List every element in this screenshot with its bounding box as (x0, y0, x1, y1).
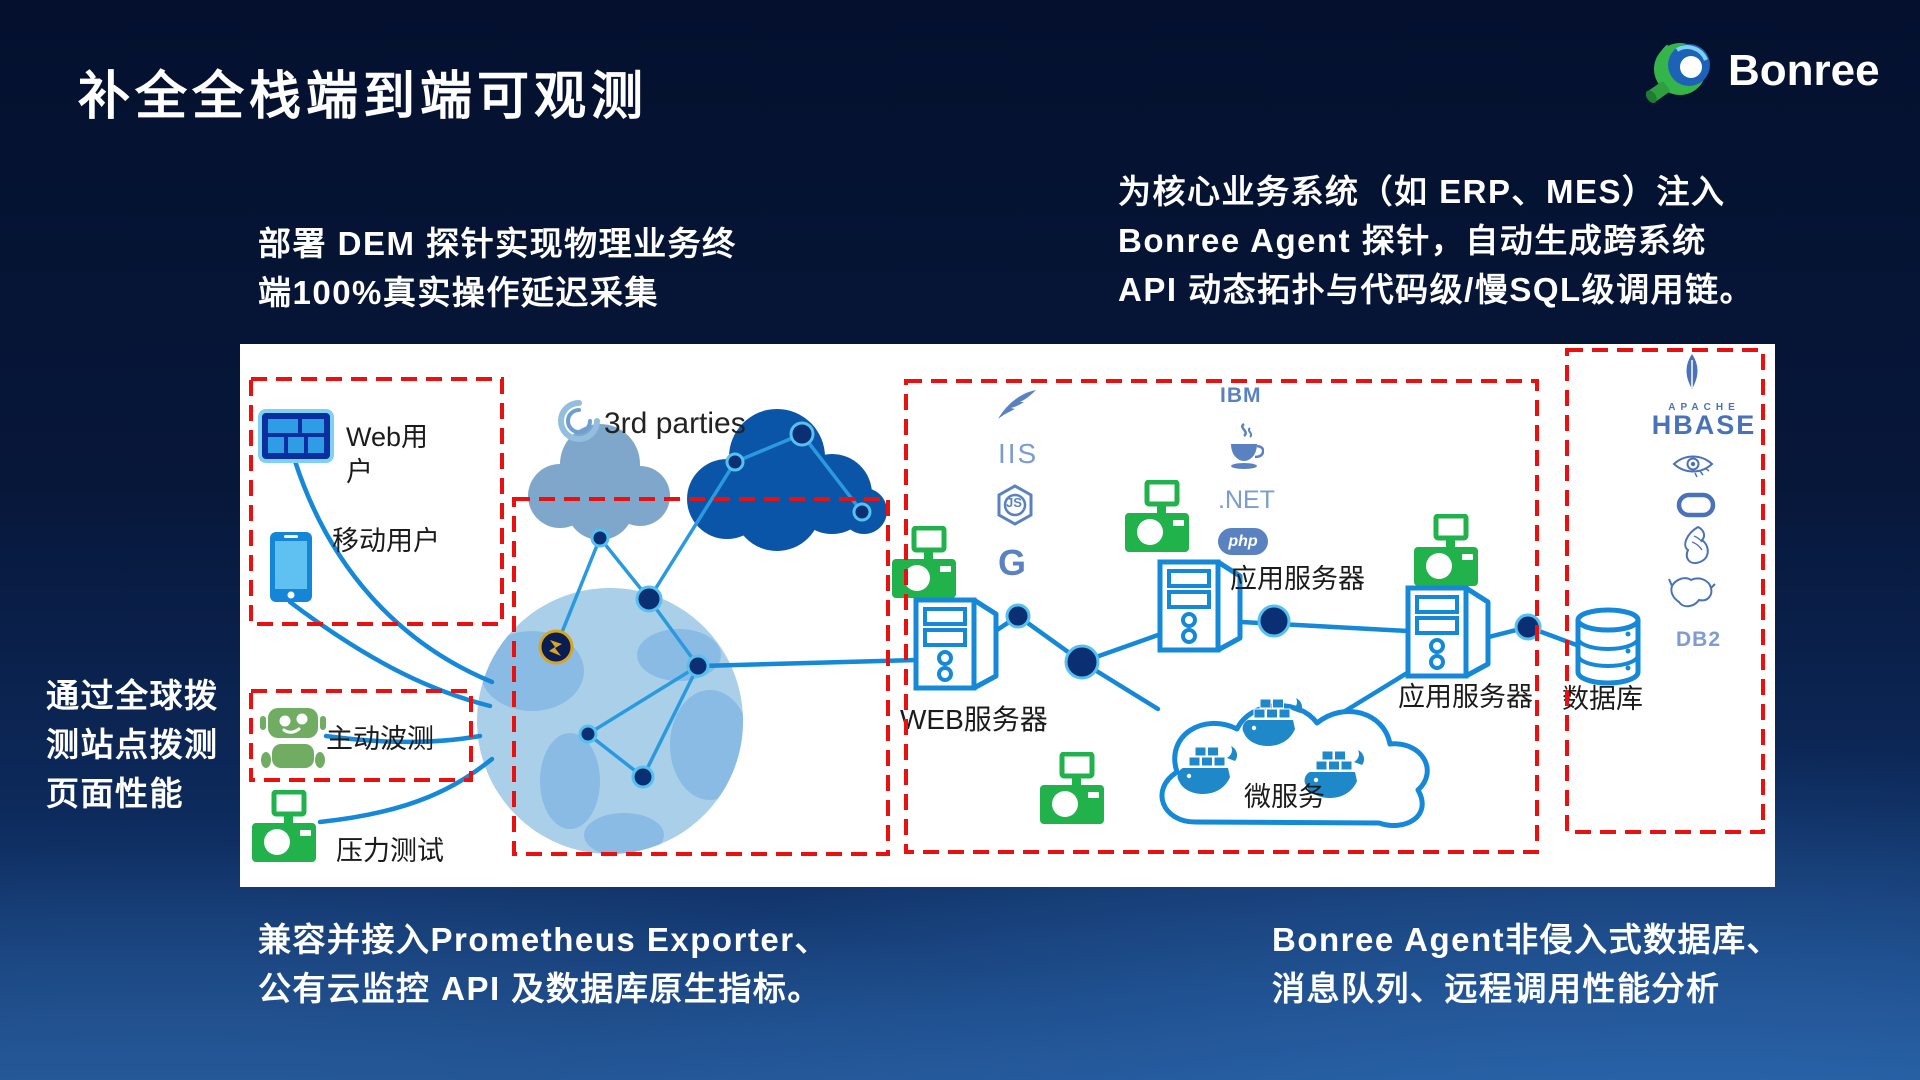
third-parties-swirl-icon (558, 400, 600, 442)
eye-icon (1672, 455, 1714, 478)
callout-dem-line1: 部署 DEM 探针实现物理业务终 (258, 225, 737, 262)
callout-dial-test: 通过全球拨 测站点拨测 页面性能 (46, 672, 219, 818)
web-user-label: Web用户 (346, 422, 429, 488)
callout-prometheus-line1: 兼容并接入Prometheus Exporter、 (258, 921, 830, 958)
callout-dial-line1: 通过全球拨 (46, 677, 219, 714)
bird-sketch-icon (1684, 525, 1709, 564)
microservices-cloud-icon (1159, 703, 1430, 829)
php-badge: php (1218, 528, 1268, 555)
diagram-panel: Web用户 移动用户 主动波测 压力 (240, 344, 1775, 887)
apache-feather-icon (998, 390, 1036, 419)
db2-label: DB2 (1676, 628, 1722, 651)
callout-prometheus-line2: 公有云监控 API 及数据库原生指标。 (258, 969, 822, 1007)
callout-agent: 为核心业务系统（如 ERP、MES）注入 Bonree Agent 探针，自动生… (1118, 168, 1754, 314)
third-parties-label: 3rd parties (604, 407, 746, 440)
page-title: 补全全栈端到端可观测 (78, 68, 649, 126)
nodejs-js-label: JS (1006, 495, 1022, 510)
php-label: php (1228, 532, 1258, 550)
group-boxes-overlay (249, 348, 1765, 856)
apache-label: APACHE (1668, 402, 1740, 413)
dotnet-label: .NET (1218, 486, 1275, 514)
callout-dial-line2: 测站点拨测 (46, 725, 219, 763)
active-probe-label: 主动波测 (326, 724, 434, 754)
app-server-2-label: 应用服务器 (1398, 682, 1533, 712)
callout-agent-line3: API 动态拓扑与代码级/慢SQL级调用链。 (1118, 270, 1755, 308)
microservices-label: 微服务 (1244, 782, 1325, 812)
mongodb-leaf-icon (1686, 354, 1698, 389)
callout-agent-line1: 为核心业务系统（如 ERP、MES）注入 (1118, 173, 1726, 210)
docker-whale-icon-2 (1177, 746, 1237, 794)
stress-test-label: 压力测试 (336, 836, 444, 866)
mobile-user-label: 移动用户 (332, 526, 440, 556)
nodejs-hexagon-icon (997, 484, 1033, 526)
callout-dem-line2: 端100%真实操作延迟采集 (258, 273, 659, 311)
callout-prometheus: 兼容并接入Prometheus Exporter、 公有云监控 API 及数据库… (258, 916, 829, 1014)
group-box-active-probe (249, 689, 473, 782)
database-label: 数据库 (1562, 684, 1643, 714)
hbase-logo: APACHE HBASE (1648, 402, 1760, 439)
iis-label: IIS (998, 438, 1039, 469)
hbase-label: HBASE (1651, 410, 1757, 440)
robot-icon (260, 708, 326, 768)
group-box-endusers (249, 377, 504, 626)
brand-name: Bonree (1728, 46, 1880, 95)
go-icon-label: G (998, 542, 1027, 583)
ibm-label: IBM (1220, 384, 1262, 407)
server-tower-icon-web (913, 597, 999, 691)
group-box-cloud-globe (512, 497, 890, 856)
callout-agent-db-line2: 消息队列、远程调用性能分析 (1272, 969, 1721, 1007)
camera-agent-icon-web (892, 526, 956, 598)
light-cloud-icon (528, 424, 670, 540)
database-cylinder-icon (1575, 607, 1641, 686)
smartphone-icon (270, 532, 312, 602)
java-cup-icon (1231, 422, 1264, 469)
mysql-dolphin-icon (1668, 577, 1716, 608)
network-links (287, 421, 1585, 825)
compass-badge-icon (538, 629, 574, 665)
oval-ring-icon (1676, 492, 1716, 518)
web-server-label: WEB服务器 (900, 704, 1048, 735)
server-tower-icon-app2 (1405, 585, 1491, 679)
docker-whale-icon-1 (1242, 698, 1302, 746)
camera-agent-icon-stress (252, 790, 316, 862)
camera-agent-icon-app2 (1414, 514, 1478, 586)
group-box-databases (1565, 348, 1765, 834)
docker-whale-icon-3 (1304, 750, 1364, 798)
callout-dial-line3: 页面性能 (46, 774, 184, 812)
bonree-logo: Bonree (1646, 38, 1880, 104)
server-tower-icon-app1 (1157, 559, 1243, 653)
group-box-servers (904, 379, 1539, 854)
camera-agent-icon-float (1040, 752, 1104, 824)
app-server-1-label: 应用服务器 (1230, 564, 1365, 594)
callout-agent-db-line1: Bonree Agent非侵入式数据库、 (1272, 921, 1782, 958)
bonree-logo-icon (1646, 43, 1710, 104)
network-nodes (578, 421, 1542, 789)
callout-agent-db: Bonree Agent非侵入式数据库、 消息队列、远程调用性能分析 (1272, 916, 1781, 1014)
callout-dem: 部署 DEM 探针实现物理业务终 端100%真实操作延迟采集 (258, 220, 737, 318)
callout-agent-line2: Bonree Agent 探针，自动生成跨系统 (1118, 221, 1707, 259)
browser-icon (258, 409, 334, 463)
camera-agent-icon-app1 (1125, 480, 1189, 552)
